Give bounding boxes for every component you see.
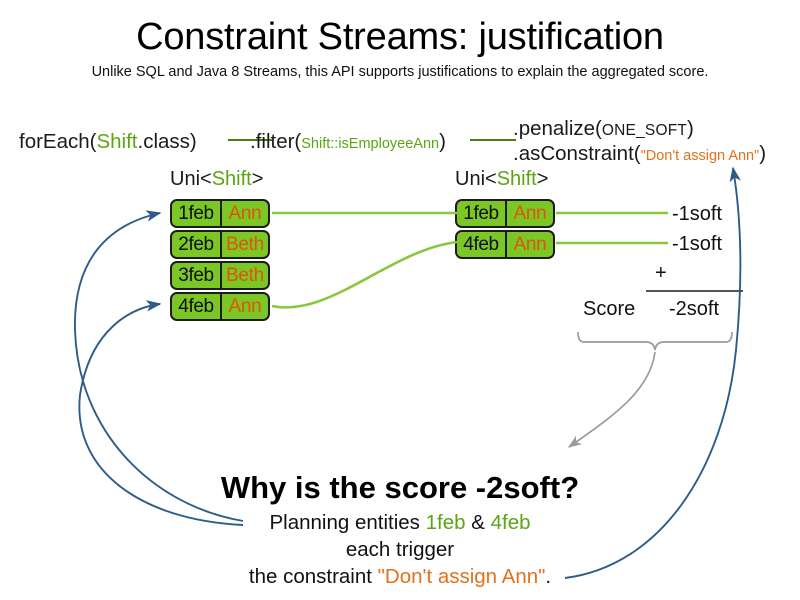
code-foreach-prefix: forEach( [19, 130, 97, 153]
shift-date: 4feb [457, 232, 507, 257]
penalty-value: -1soft [672, 233, 723, 255]
page-subtitle: Unlike SQL and Java 8 Streams, this API … [91, 64, 709, 80]
shift-date: 1feb [172, 201, 222, 226]
shift-card[interactable]: 4feb Ann [170, 292, 270, 321]
shift-card[interactable]: 4feb Ann [455, 230, 555, 259]
why-heading: Why is the score -2soft? [220, 470, 580, 505]
shift-date: 4feb [172, 294, 222, 319]
code-filter-prefix: .filter( [250, 130, 302, 153]
explanation-entity-a: 1feb [425, 511, 466, 534]
code-foreach: forEach(Shift.class) [19, 131, 197, 153]
sum-rule [646, 290, 743, 292]
code-penalize-prefix: .penalize( [513, 117, 602, 140]
shift-employee: Ann [513, 233, 547, 255]
code-penalize: .penalize(ONE_SOFT) [513, 118, 694, 140]
code-foreach-type: Shift [96, 130, 138, 153]
code-filter: .filter(Shift::isEmployeeAnn) [250, 131, 446, 153]
score-total: -2soft [669, 298, 720, 320]
shift-list-left: 1feb Ann 2feb Beth 3feb Beth 4feb Ann [170, 199, 270, 321]
score-brace [577, 331, 733, 351]
uni-left-generic: Shift [211, 168, 252, 190]
shift-card[interactable]: 2feb Beth [170, 230, 270, 259]
shift-employee: Beth [226, 233, 264, 255]
shift-card[interactable]: 1feb Ann [170, 199, 270, 228]
shift-list-right: 1feb Ann 4feb Ann [455, 199, 555, 259]
pipeline-connector-1 [228, 139, 272, 141]
explanation-constraint-name: "Don't assign Ann" [377, 565, 546, 588]
shift-employee: Ann [513, 202, 547, 224]
uni-left-prefix: Uni< [170, 168, 212, 190]
explanation-line-3: the constraint "Don't assign Ann". [0, 565, 800, 589]
page-title: Constraint Streams: justification [136, 16, 664, 58]
uni-right-generic: Shift [496, 168, 537, 190]
explanation-line-3-suffix: . [545, 565, 552, 588]
shift-employee: Beth [226, 264, 264, 286]
score-label: Score [583, 298, 636, 320]
shift-date: 3feb [172, 263, 222, 288]
code-filter-method-ref: Shift::isEmployeeAnn [301, 136, 440, 152]
code-penalize-suffix: ) [687, 117, 694, 140]
stream-type-label-right: Uni<Shift> [455, 168, 548, 191]
explanation-line-2: each trigger [345, 538, 455, 561]
pipeline-connector-2 [470, 139, 516, 141]
code-as-constraint-arg: "Don't assign Ann" [640, 148, 760, 164]
code-foreach-suffix: .class) [137, 130, 197, 153]
sum-operator: + [655, 262, 667, 284]
code-as-constraint: .asConstraint("Don't assign Ann") [513, 143, 766, 165]
shift-card[interactable]: 3feb Beth [170, 261, 270, 290]
score-to-question-arrow [567, 351, 656, 448]
explanation-line-1: Planning entities 1feb & 4feb [0, 511, 800, 535]
uni-left-suffix: > [251, 168, 264, 190]
explanation-line-3-prefix: the constraint [248, 565, 378, 588]
shift-employee: Ann [228, 202, 262, 224]
shift-card[interactable]: 1feb Ann [455, 199, 555, 228]
uni-right-suffix: > [536, 168, 549, 190]
code-as-constraint-suffix: ) [759, 142, 767, 165]
explanation-entity-b: 4feb [490, 511, 531, 534]
code-as-constraint-prefix: .asConstraint( [513, 142, 641, 165]
stream-type-label-left: Uni<Shift> [170, 168, 263, 191]
explanation-line-1-amp: & [465, 511, 491, 534]
code-filter-suffix: ) [439, 130, 446, 153]
uni-right-prefix: Uni< [455, 168, 497, 190]
shift-date: 1feb [457, 201, 507, 226]
explanation-line-1-prefix: Planning entities [269, 511, 426, 534]
code-penalize-arg: ONE_SOFT [601, 122, 688, 139]
shift-employee: Ann [228, 295, 262, 317]
penalty-value: -1soft [672, 203, 723, 225]
shift-date: 2feb [172, 232, 222, 257]
